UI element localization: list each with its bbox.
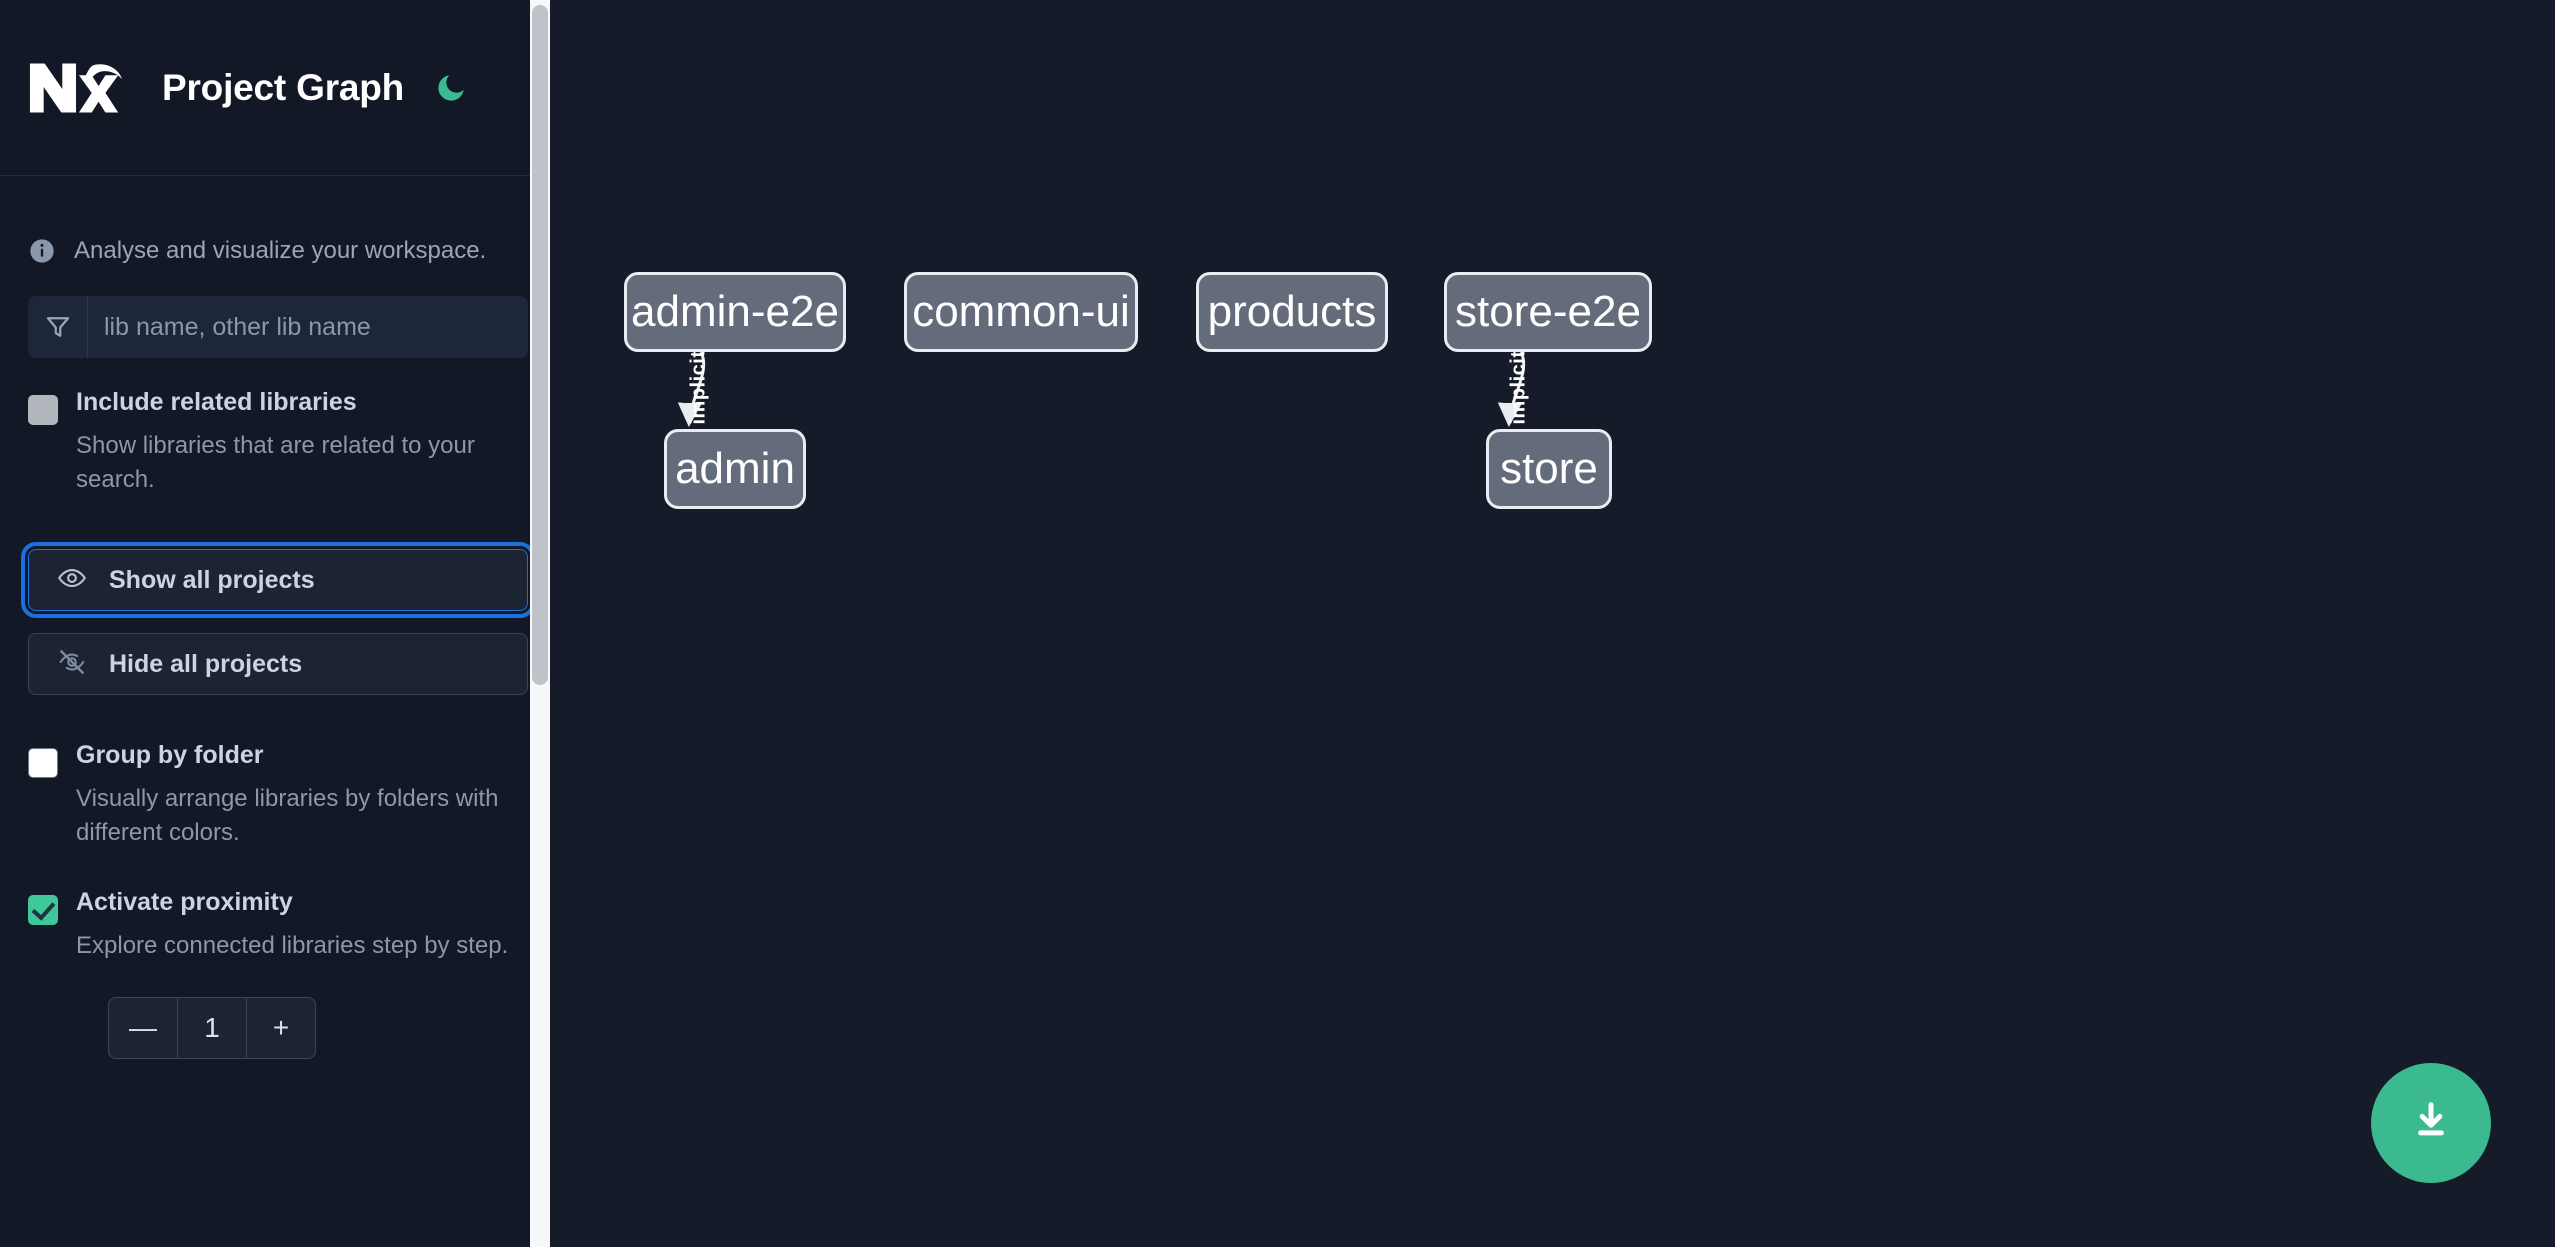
page-title: Project Graph [162, 66, 405, 108]
nx-logo [28, 56, 126, 120]
search-box[interactable] [28, 296, 528, 358]
eye-icon [57, 563, 87, 598]
option-title: Group by folder [76, 741, 264, 770]
edge-label-implicit-admin: implicit [687, 350, 710, 425]
funnel-icon [28, 296, 88, 358]
option-description: Visually arrange libraries by folders wi… [76, 785, 499, 847]
graph-node-store[interactable]: store [1486, 429, 1612, 509]
show-all-projects-label: Show all projects [109, 565, 315, 594]
show-all-projects-button[interactable]: Show all projects [21, 542, 535, 619]
include-related-libraries-checkbox[interactable] [28, 395, 58, 425]
graph-node-products[interactable]: products [1196, 272, 1388, 352]
option-title: Include related libraries [76, 388, 357, 416]
edge-label-implicit-store: implicit [1507, 350, 1530, 425]
graph-canvas[interactable]: implicit implicit admin-e2e common-ui pr… [556, 0, 2555, 1247]
filter-row [0, 296, 556, 358]
graph-node-store-e2e[interactable]: store-e2e [1444, 272, 1652, 352]
graph-edges [677, 351, 1526, 427]
info-icon [28, 237, 56, 265]
option-include-related-libraries[interactable]: Include related libraries Show libraries… [0, 390, 556, 497]
hide-all-projects-label: Hide all projects [109, 649, 303, 678]
graph-node-admin[interactable]: admin [664, 429, 806, 509]
option-description: Show libraries that are related to your … [76, 432, 475, 494]
proximity-increment-button[interactable]: + [272, 1012, 290, 1044]
sidebar: Project Graph Analyse and visualize your… [0, 0, 556, 1247]
download-icon [2408, 1098, 2454, 1149]
search-input[interactable] [88, 296, 528, 358]
sidebar-scrollbar-thumb[interactable] [532, 5, 548, 685]
option-activate-proximity[interactable]: Activate proximity Explore connected lib… [0, 890, 556, 963]
download-button[interactable] [2371, 1063, 2491, 1183]
sidebar-header: Project Graph [0, 0, 556, 176]
sidebar-scrollbar[interactable] [530, 0, 550, 1247]
proximity-value: 1 [177, 998, 247, 1059]
hide-all-projects-button[interactable]: Hide all projects [28, 633, 528, 696]
group-by-folder-checkbox[interactable] [28, 748, 58, 779]
tagline-text: Analyse and visualize your workspace. [74, 237, 487, 264]
moon-icon[interactable] [430, 67, 472, 109]
proximity-stepper[interactable]: — 1 + [108, 997, 316, 1060]
tagline: Analyse and visualize your workspace. [0, 176, 556, 284]
graph-node-common-ui[interactable]: common-ui [904, 272, 1138, 352]
option-title: Activate proximity [76, 888, 293, 917]
proximity-decrement-button[interactable]: — [129, 1012, 157, 1044]
eye-off-icon [57, 647, 87, 682]
option-group-by-folder[interactable]: Group by folder Visually arrange librari… [0, 743, 556, 850]
sidebar-edge [550, 0, 556, 1247]
option-description: Explore connected libraries step by step… [76, 932, 509, 960]
graph-node-admin-e2e[interactable]: admin-e2e [624, 272, 846, 352]
activate-proximity-checkbox[interactable] [28, 895, 58, 926]
